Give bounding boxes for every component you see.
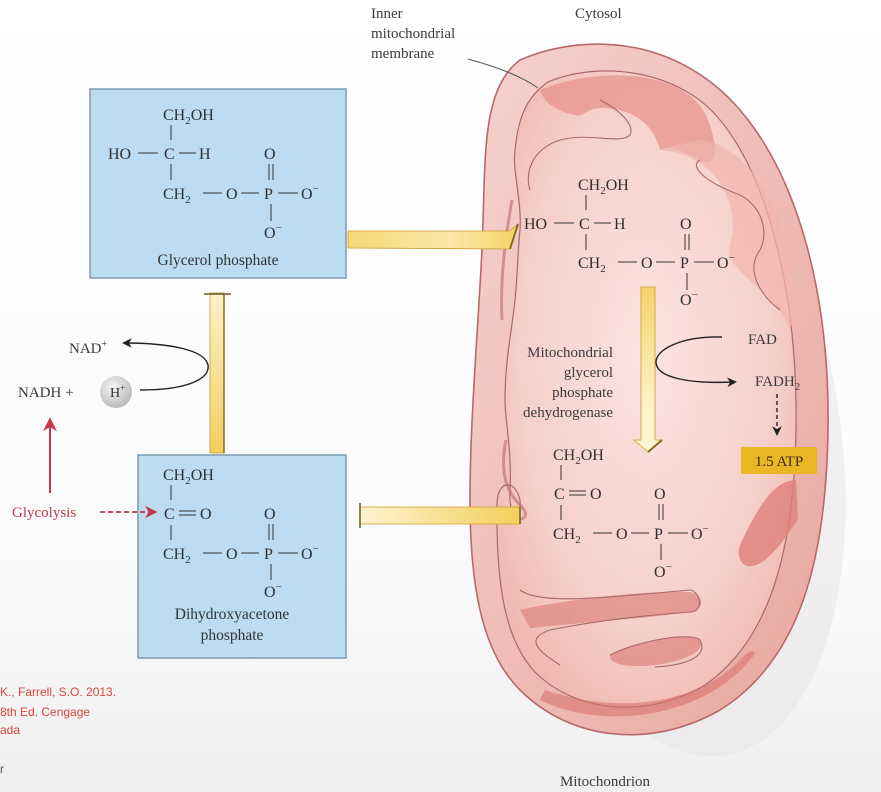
svg-text:CH2OH: CH2OH	[578, 177, 629, 197]
atp-badge: 1.5 ATP	[741, 447, 817, 474]
inner-membrane-label-3: membrane	[371, 46, 435, 62]
mito-dhap-structure: CH2OH C O O CH2 O P O− O−	[553, 447, 709, 581]
nadh-label: NADH +	[18, 385, 74, 401]
mitochondrion-label: Mitochondrion	[560, 774, 650, 790]
svg-text:O−: O−	[301, 183, 319, 203]
enzyme-label: Mitochondrial glycerol phosphate dehydro…	[523, 345, 613, 421]
svg-text:O−: O−	[264, 222, 282, 242]
svg-text:O: O	[654, 486, 666, 503]
fad-reduction-arrow	[655, 336, 737, 388]
svg-text:C: C	[579, 216, 590, 233]
svg-text:O: O	[590, 486, 602, 503]
nad-regeneration-arrow	[122, 338, 209, 391]
inner-membrane-left-fold	[500, 199, 527, 522]
svg-text:O: O	[616, 526, 628, 543]
svg-text:O−: O−	[301, 543, 319, 563]
svg-text:CH2: CH2	[553, 526, 581, 546]
fadh2-label: FADH2	[755, 374, 800, 393]
svg-text:O: O	[264, 506, 276, 523]
svg-text:O: O	[641, 255, 653, 272]
cytosolic-reduction-arrow	[204, 292, 231, 454]
inner-membrane-label-2: mitochondrial	[371, 26, 455, 42]
svg-text:H+: H+	[110, 383, 125, 401]
svg-text:C: C	[554, 486, 565, 503]
svg-text:C: C	[164, 506, 175, 523]
dhap-structure: CH2OH C O O CH2 O P O− O−	[163, 467, 319, 601]
svg-text:CH2OH: CH2OH	[163, 107, 214, 127]
svg-text:K., Farrell, S.O. 2013.: K., Farrell, S.O. 2013.	[0, 685, 116, 699]
svg-text:O−: O−	[264, 581, 282, 601]
svg-text:CH2: CH2	[163, 186, 191, 206]
inner-membrane-line	[519, 99, 781, 668]
glycolysis-label: Glycolysis	[12, 505, 76, 521]
mito-glycerol-phosphate-structure: CH2OH HO C H O CH2 O P O− O−	[524, 177, 735, 309]
svg-text:O−: O−	[680, 289, 698, 309]
glycerol-phosphate-structure: CH2OH HO C H O CH2 O P O− O−	[108, 107, 319, 242]
svg-text:8th Ed. Cengage: 8th Ed. Cengage	[0, 705, 90, 719]
svg-text:r: r	[0, 762, 4, 776]
mitochondrion	[469, 43, 846, 757]
svg-text:O−: O−	[717, 252, 735, 272]
svg-text:P: P	[264, 546, 273, 563]
svg-text:CH2OH: CH2OH	[553, 447, 604, 467]
dhap-label-1: Dihydroxyacetone	[175, 606, 290, 623]
svg-text:O: O	[680, 216, 692, 233]
svg-text:O: O	[226, 186, 238, 203]
cytosol-label: Cytosol	[575, 6, 622, 22]
svg-text:glycerol: glycerol	[564, 365, 613, 381]
svg-text:Mitochondrial: Mitochondrial	[527, 345, 613, 361]
citation: K., Farrell, S.O. 2013. 8th Ed. Cengage …	[0, 685, 116, 776]
dhap-box: CH2OH C O O CH2 O P O− O− Dihydroxyaceto…	[137, 454, 347, 659]
crista-lower-1	[520, 591, 702, 628]
svg-text:CH2: CH2	[578, 255, 606, 275]
svg-text:phosphate: phosphate	[552, 385, 613, 401]
svg-text:CH2: CH2	[163, 546, 191, 566]
svg-text:H: H	[199, 146, 211, 163]
svg-text:HO: HO	[108, 146, 131, 163]
svg-text:O: O	[264, 146, 276, 163]
svg-text:P: P	[264, 186, 273, 203]
nad-plus-label: NAD+	[69, 339, 108, 357]
svg-text:HO: HO	[524, 216, 547, 233]
crista-lower-2	[609, 636, 701, 667]
svg-text:P: P	[680, 255, 689, 272]
inner-membrane-pointer	[467, 58, 539, 89]
mitochondrial-oxidation-arrow	[632, 286, 664, 453]
svg-text:O−: O−	[654, 561, 672, 581]
proton-ball: H+	[100, 376, 132, 408]
fad-label: FAD	[748, 332, 777, 348]
crista-right-top	[655, 140, 793, 330]
svg-text:O: O	[226, 546, 238, 563]
crista-bottom-band	[540, 650, 755, 717]
svg-text:H: H	[614, 216, 626, 233]
svg-text:P: P	[654, 526, 663, 543]
glycerol-phosphate-box: CH2OH HO C H O CH2 O P O− O− Glycerol ph…	[89, 88, 347, 279]
crista-right-mid	[738, 480, 798, 567]
dhap-label-2: phosphate	[201, 627, 264, 644]
crista-top	[540, 75, 715, 163]
svg-text:C: C	[164, 146, 175, 163]
glycerol-phosphate-label: Glycerol phosphate	[158, 252, 279, 269]
inner-membrane-label-1: Inner	[371, 6, 403, 22]
svg-text:O: O	[200, 506, 212, 523]
svg-text:dehydrogenase: dehydrogenase	[523, 405, 613, 421]
svg-text:O−: O−	[691, 523, 709, 543]
svg-text:1.5 ATP: 1.5 ATP	[755, 454, 803, 470]
transport-arrow-out	[359, 503, 521, 528]
svg-text:CH2OH: CH2OH	[163, 467, 214, 487]
svg-text:ada: ada	[0, 723, 20, 737]
transport-arrow-in	[347, 222, 519, 250]
